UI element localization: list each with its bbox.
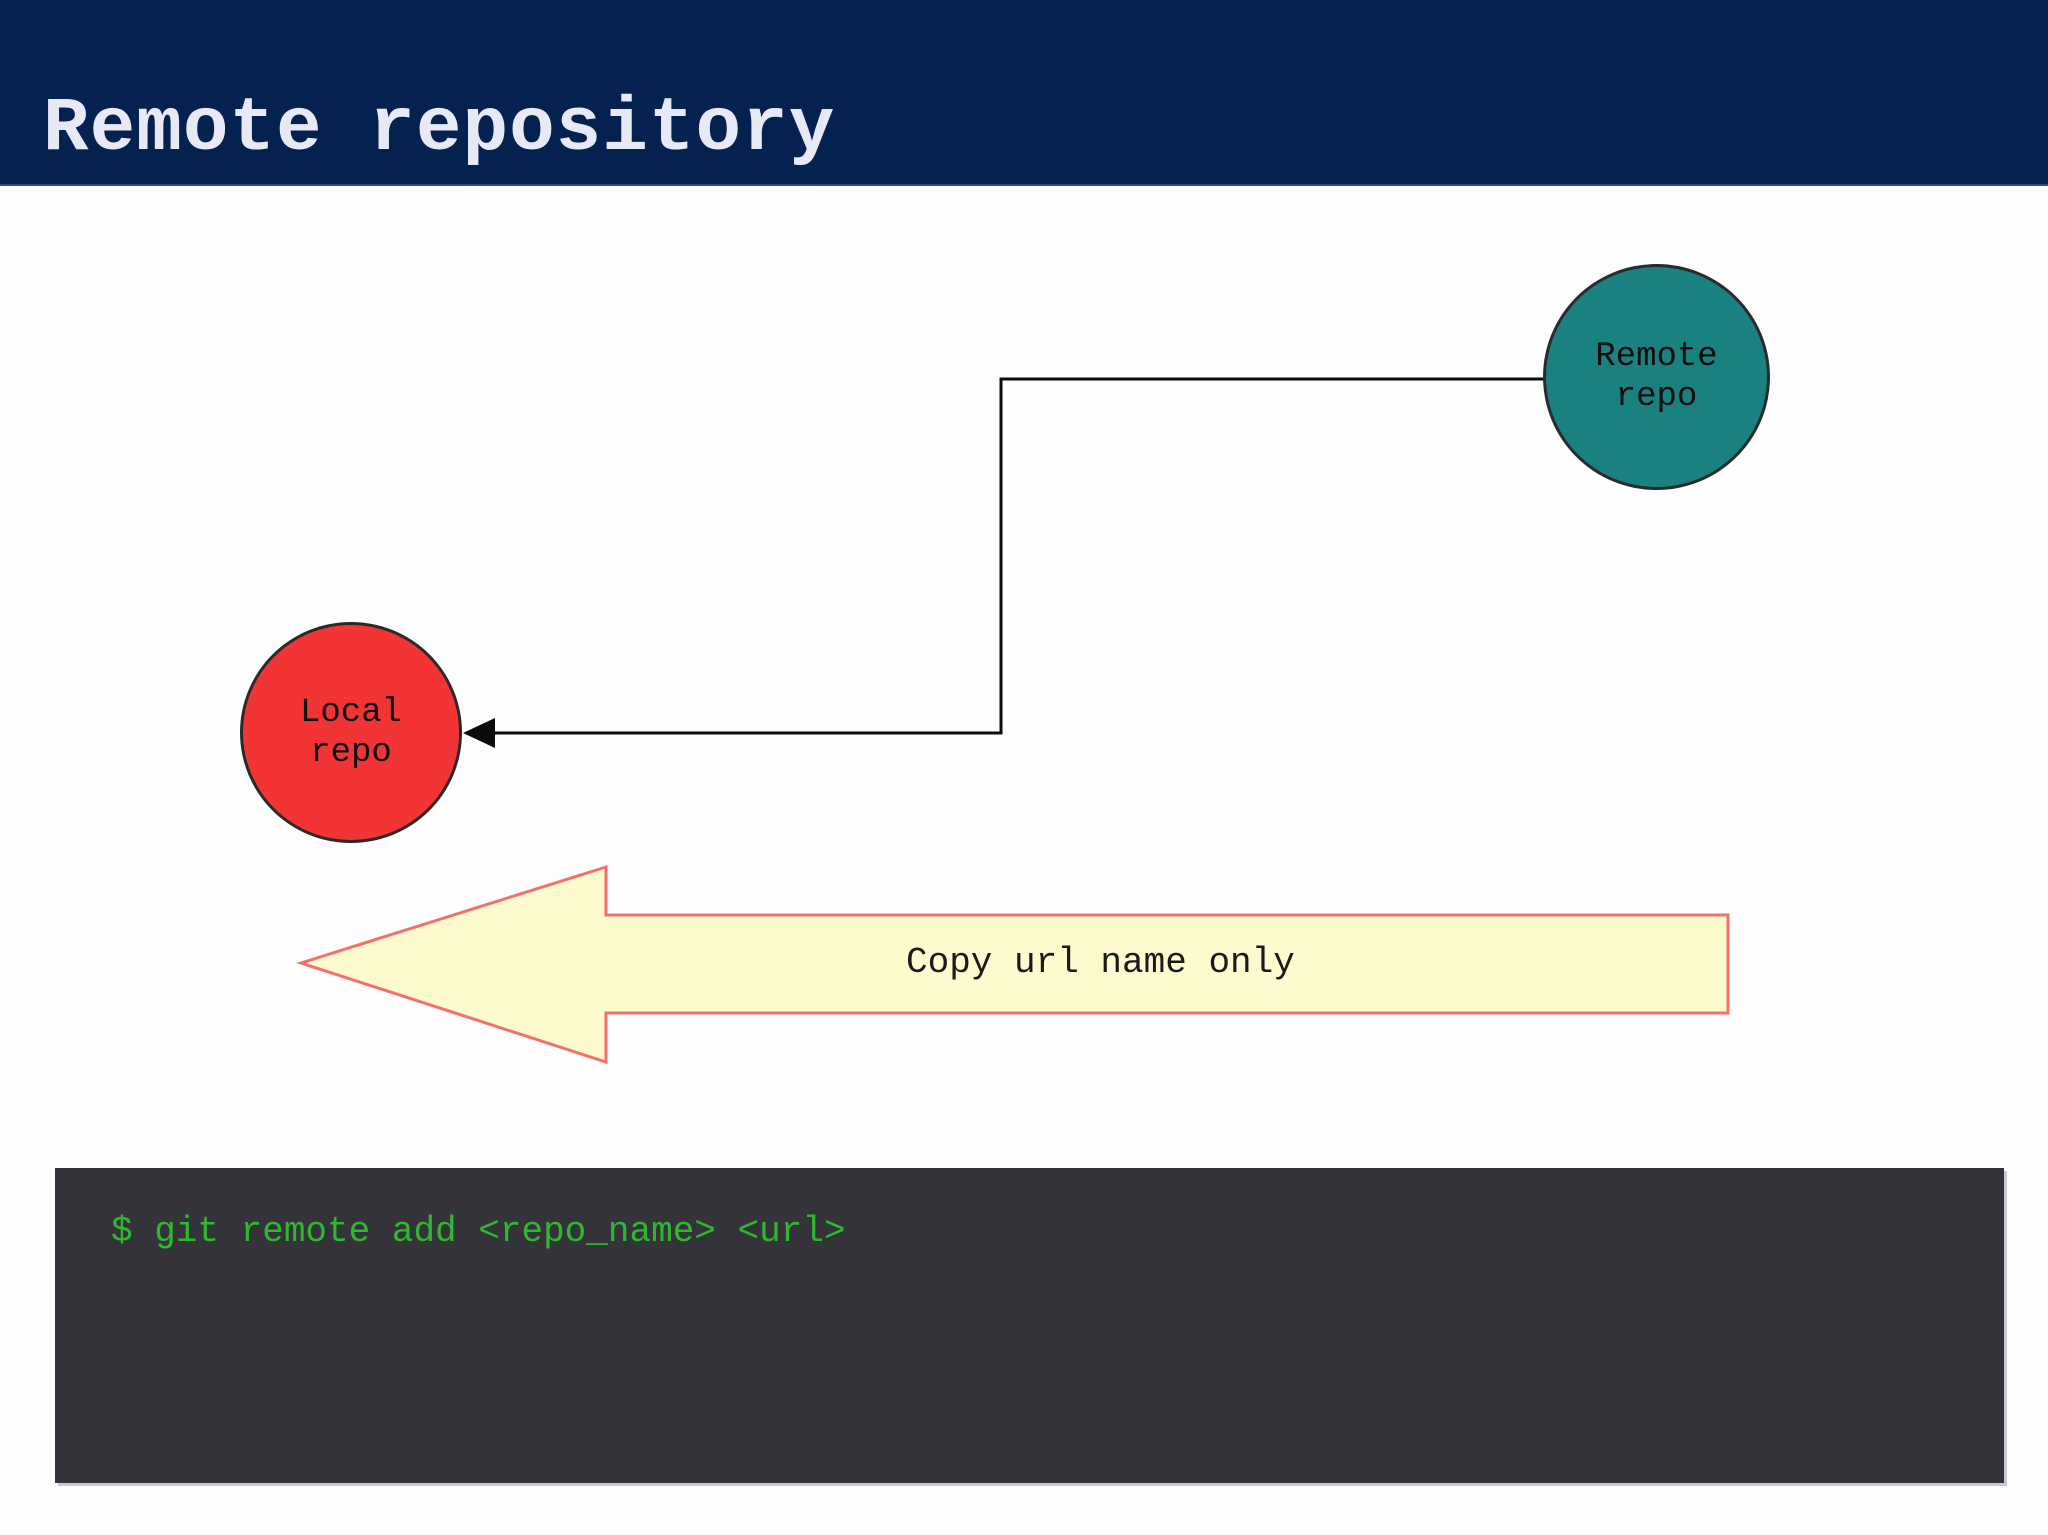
copy-arrow-label: Copy url name only <box>906 942 1295 983</box>
connector-arrowhead-icon <box>463 718 495 748</box>
terminal-panel: $ git remote add <repo_name> <url> <box>55 1168 2004 1483</box>
remote-repo-label: Remote repo <box>1595 338 1718 416</box>
connector-line <box>490 377 1543 735</box>
copy-arrow-shape <box>296 864 1730 1065</box>
local-repo-node: Local repo <box>240 622 462 843</box>
local-repo-label: Local repo <box>299 693 403 772</box>
slide-title: Remote repository <box>43 86 836 172</box>
remote-repo-node: Remote repo <box>1543 264 1770 490</box>
terminal-command: $ git remote add <repo_name> <url> <box>111 1211 846 1252</box>
title-bar: Remote repository <box>0 0 2048 186</box>
